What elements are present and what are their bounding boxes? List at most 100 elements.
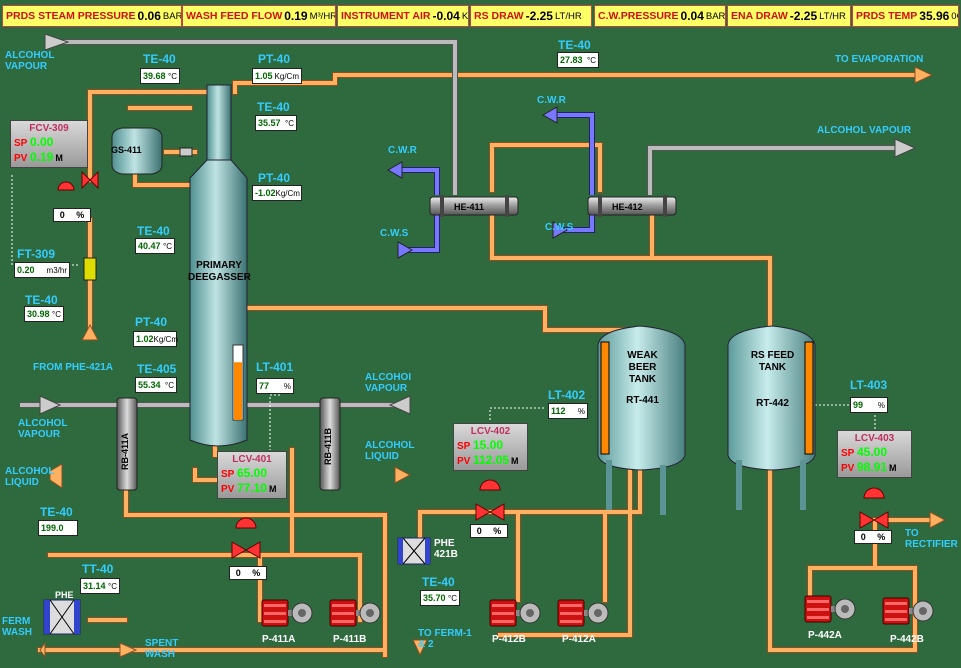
controller-output-fcv_309[interactable]: 0% [53, 208, 91, 222]
readout-te_left[interactable]: 40.47°C [135, 238, 175, 254]
cws-arrow-icon [397, 241, 414, 259]
readout-value: 0.20 [17, 265, 35, 275]
readout-lt_402[interactable]: 112% [548, 403, 588, 419]
controller-output-lcv_401[interactable]: 0% [229, 566, 267, 580]
fcv-309-valve-icon [57, 170, 99, 191]
header-field-value: 0.04 [680, 9, 704, 23]
controller-sp-label: SP [14, 138, 28, 149]
controller-mode: M [55, 153, 63, 163]
header-field-unit: BAR [162, 10, 182, 22]
gs-411-separator [111, 127, 193, 175]
controller-output-value: 0 [476, 526, 482, 536]
column-label: PRIMARY DEEGASSER [188, 260, 251, 283]
pump-p412a-icon[interactable] [557, 599, 609, 627]
controller-sp-label: SP [457, 441, 471, 452]
controller-output-unit: % [493, 526, 502, 536]
tag-te_405: TE-405 [137, 362, 177, 376]
he-411 [429, 195, 519, 217]
header-field-value: -0.04 [432, 9, 460, 23]
controller-tag: LCV-402 [470, 426, 511, 437]
pump-p411b-icon[interactable] [329, 599, 381, 627]
stream-cwr-2: C.W.R [537, 95, 566, 106]
tag-pt_top: PT-40 [258, 52, 291, 66]
readout-te_409[interactable]: 27.83°C [557, 52, 599, 68]
header-field-unit: 0C [951, 10, 958, 22]
pumps[interactable] [261, 595, 934, 627]
controller-mode: M [511, 456, 519, 466]
header-field-value: 35.96 [919, 9, 950, 23]
tag-te_ferm: TE-40 [422, 575, 455, 589]
lcv-401-valve-icon [231, 517, 261, 559]
header-field-label: C.W.PRESSURE [598, 10, 679, 22]
controller-sp-value: 0.00 [30, 135, 54, 149]
stream-spent-wash: SPENT WASH [145, 638, 179, 660]
readout-value: 1.02 [136, 334, 154, 344]
stream-cwr-1: C.W.R [388, 145, 417, 156]
controller-pv-value: 0.19 [30, 150, 54, 164]
he-412 [587, 195, 677, 217]
readout-te_top[interactable]: 39.68°C [140, 68, 180, 84]
controller-output-lcv_402[interactable]: 0% [470, 524, 508, 538]
readout-lt_403[interactable]: 99% [850, 397, 888, 413]
stream-from-phe: FROM PHE-421A [33, 362, 114, 373]
vapour-arrow-out-icon [894, 138, 917, 158]
vapour-arrow-left-icon [39, 395, 62, 415]
readout-te_ferm[interactable]: 35.70°C [420, 590, 460, 606]
phe-421b-label: PHE 421B [434, 538, 458, 560]
ft-309-meter-icon [83, 257, 97, 281]
rb-411b-label: RB-411B [323, 427, 333, 465]
pump-p412b-label: P-412B [492, 634, 526, 645]
tag-ft_309: FT-309 [17, 247, 56, 261]
header-field-label: PRDS STEAM PRESSURE [6, 10, 136, 22]
controller-output-value: 0 [235, 568, 241, 578]
control-valves[interactable] [57, 170, 889, 559]
pump-p442a-icon[interactable] [804, 595, 856, 623]
controller-sp-value: 15.00 [473, 438, 504, 452]
readout-unit: °C [163, 241, 172, 251]
readout-value: 112 [551, 406, 566, 416]
controller-pv-value: 98.91 [857, 460, 888, 474]
readout-unit: Kg/Cm [274, 71, 299, 81]
header-field-label: ENA DRAW [731, 10, 788, 22]
header-field-value: 0.06 [137, 9, 161, 23]
pump-p442b-icon[interactable] [882, 597, 934, 625]
readout-te_405[interactable]: 55.34°C [135, 377, 177, 393]
stream-to-evaporation: TO EVAPORATION [835, 54, 924, 65]
readout-lt_401[interactable]: 77% [256, 378, 294, 394]
cws2-arrow-icon [552, 221, 569, 239]
readout-unit: % [577, 406, 585, 416]
readout-tt_400[interactable]: 31.14°C [80, 578, 120, 594]
readout-te_feed[interactable]: 30.98°C [24, 306, 64, 322]
signal-lines [11, 175, 876, 450]
readout-te_mid[interactable]: 35.57°C [255, 115, 297, 131]
lcv-402-valve-icon [475, 479, 505, 521]
he-412-label: HE-412 [612, 202, 643, 212]
readout-value: 27.83 [560, 55, 583, 65]
controller-output-lcv_403[interactable]: 0% [854, 530, 892, 544]
controller-mode: M [889, 463, 897, 473]
process-pipes [37, 72, 938, 658]
readout-te_bottom[interactable]: 199.0 [38, 520, 78, 536]
weak-beer-tank [597, 325, 686, 515]
controller-pv-label: PV [841, 463, 855, 474]
controller-pv-label: PV [14, 153, 28, 164]
pump-p412b-icon[interactable] [489, 599, 541, 627]
readout-unit: % [283, 381, 291, 391]
controller-sp-value: 65.00 [237, 466, 268, 480]
pump-p411a-icon[interactable] [261, 599, 313, 627]
header-field-value: 0.19 [284, 9, 308, 23]
lcv-403-valve-icon [859, 487, 889, 529]
